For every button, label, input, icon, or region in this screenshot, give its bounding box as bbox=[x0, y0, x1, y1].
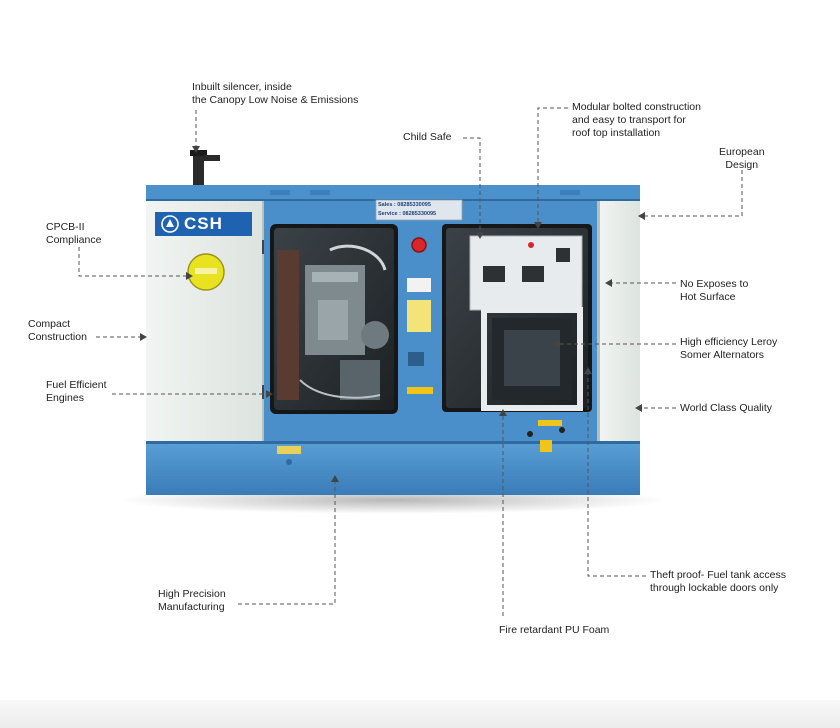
arrow-fuel-efficient bbox=[266, 390, 273, 398]
callout-cpcb-line-2: Compliance bbox=[46, 234, 102, 246]
callout-fuel-efficient: Fuel Efficient Engines bbox=[46, 379, 107, 405]
callout-compact-line-2: Construction bbox=[28, 331, 87, 343]
service-number: : 08285330095 bbox=[399, 211, 437, 217]
callout-fire-retardant: Fire retardant PU Foam bbox=[499, 624, 609, 637]
service-label: Service bbox=[378, 211, 398, 217]
callout-theft-proof-line-1: Theft proof- Fuel tank access bbox=[650, 569, 786, 581]
fuel-tank-lock bbox=[527, 420, 565, 452]
middle-control-panel bbox=[400, 222, 440, 412]
arrow-no-exposes bbox=[605, 279, 612, 287]
arrow-cpcb bbox=[186, 272, 193, 280]
callout-fuel-efficient-line-1: Fuel Efficient bbox=[46, 379, 107, 391]
leader-theft-proof bbox=[587, 372, 646, 577]
callout-compact: Compact Construction bbox=[28, 318, 87, 344]
callout-silencer-line-2: the Canopy Low Noise & Emissions bbox=[192, 94, 359, 106]
callout-silencer: Inbuilt silencer, inside the Canopy Low … bbox=[192, 81, 358, 107]
callout-modular-line-2: and easy to transport for bbox=[572, 114, 686, 126]
callout-fuel-efficient-line-2: Engines bbox=[46, 392, 84, 404]
arrow-modular bbox=[534, 222, 542, 229]
sales-number: : 08285330095 bbox=[393, 202, 431, 208]
silencer-pipe bbox=[190, 150, 220, 187]
callout-no-exposes: No Exposes to Hot Surface bbox=[680, 278, 748, 304]
callout-child-safe: Child Safe bbox=[403, 131, 451, 144]
callout-alternators-line-1: High efficiency Leroy bbox=[680, 336, 778, 348]
callout-child-safe-line-1: Child Safe bbox=[403, 131, 452, 143]
leader-arrowheads bbox=[140, 146, 645, 482]
sales-contact: Sales : 08285330095 Service : 0828533009… bbox=[378, 201, 462, 219]
leader-european bbox=[645, 170, 743, 217]
callout-cpcb: CPCB-II Compliance bbox=[46, 221, 101, 247]
callout-european-line-2: Design bbox=[725, 159, 759, 171]
arrow-alternators bbox=[553, 340, 560, 348]
callout-european-line-1: European bbox=[719, 146, 765, 158]
arrow-compact bbox=[140, 333, 147, 341]
callout-fire-retardant-line-1: Fire retardant PU Foam bbox=[499, 624, 610, 636]
logo-text: CSH bbox=[184, 214, 223, 233]
canopy-base bbox=[146, 440, 640, 495]
sales-sticker bbox=[375, 199, 463, 221]
callout-compact-line-1: Compact bbox=[28, 318, 71, 330]
arrow-silencer bbox=[192, 146, 200, 153]
callout-world-class: World Class Quality bbox=[680, 402, 772, 415]
callout-theft-proof: Theft proof- Fuel tank access through lo… bbox=[650, 569, 786, 595]
callout-silencer-line-1: Inbuilt silencer, inside bbox=[192, 81, 292, 93]
arrow-fire-retardant bbox=[499, 409, 507, 416]
leader-cpcb bbox=[78, 247, 186, 277]
leader-child-safe bbox=[463, 137, 481, 234]
alternator-bay bbox=[442, 224, 592, 412]
arrow-world-class bbox=[635, 404, 642, 412]
callout-theft-proof-line-2: through lockable doors only bbox=[650, 582, 779, 594]
callout-precision-line-1: High Precision bbox=[158, 588, 226, 600]
left-panel bbox=[146, 201, 264, 441]
callout-modular-line-1: Modular bolted construction bbox=[572, 101, 701, 113]
callout-modular: Modular bolted construction and easy to … bbox=[572, 101, 701, 140]
callout-precision-line-2: Manufacturing bbox=[158, 601, 225, 613]
leader-lines bbox=[78, 107, 743, 616]
footer-band bbox=[0, 700, 840, 728]
callout-alternators-line-2: Somer Alternators bbox=[680, 349, 765, 361]
canopy-roof bbox=[146, 185, 640, 201]
engine-bay bbox=[270, 224, 398, 414]
callout-precision: High Precision Manufacturing bbox=[158, 588, 226, 614]
callout-modular-line-3: roof top installation bbox=[572, 127, 661, 139]
callout-cpcb-line-1: CPCB-II bbox=[46, 221, 85, 233]
base-sticker bbox=[277, 446, 301, 454]
sales-label: Sales bbox=[378, 202, 393, 208]
arrow-precision bbox=[331, 475, 339, 482]
callout-no-exposes-line-2: Hot Surface bbox=[680, 291, 736, 303]
arrow-child-safe bbox=[476, 232, 484, 239]
arrow-theft-proof bbox=[584, 367, 592, 374]
callout-no-exposes-line-1: No Exposes to bbox=[680, 278, 749, 290]
right-panel bbox=[599, 201, 640, 441]
csh-logo bbox=[155, 212, 252, 236]
arrow-european bbox=[638, 212, 645, 220]
leader-modular bbox=[537, 107, 568, 224]
callout-world-class-line-1: World Class Quality bbox=[680, 402, 772, 414]
callout-european: European Design bbox=[719, 146, 765, 172]
callout-alternators: High efficiency Leroy Somer Alternators bbox=[680, 336, 777, 362]
